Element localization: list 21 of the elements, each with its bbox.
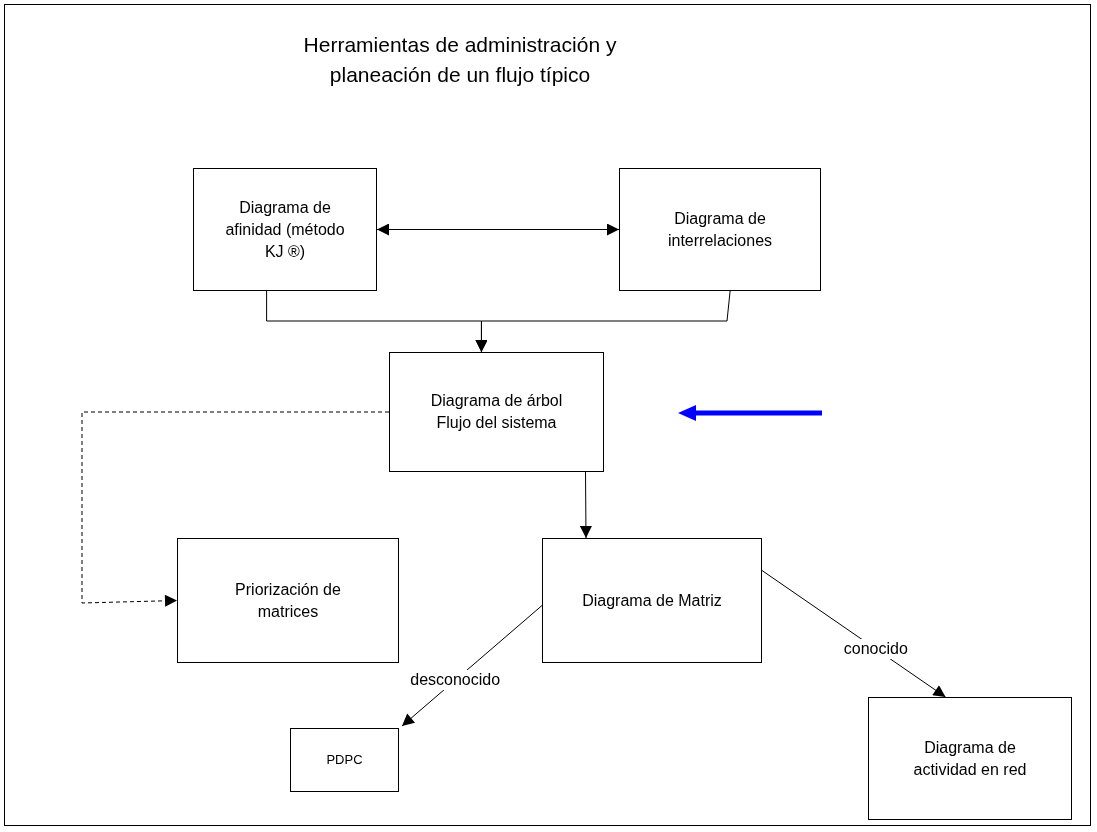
box-label: Diagrama de actividad en red: [912, 737, 1028, 780]
box-label: Diagrama de árbol Flujo del sistema: [429, 391, 564, 433]
diagram-title: Herramientas de administración y planeación de un flujo típico: [302, 32, 618, 88]
arrow: [579, 471, 592, 539]
process-box: [193, 168, 377, 291]
process-box: [542, 538, 762, 663]
process-box: [868, 697, 1072, 820]
process-box: [177, 538, 399, 663]
dashed-arrow: [81, 411, 390, 607]
process-box: [290, 728, 399, 792]
box-label: Priorización de matrices: [234, 579, 342, 622]
edge-label: conocido: [841, 638, 910, 659]
arrow: [376, 223, 620, 236]
box-label: Diagrama de interrelaciones: [666, 208, 774, 251]
process-box: [389, 352, 604, 472]
process-box: [619, 168, 821, 291]
arrow: [475, 290, 731, 353]
box-label: Diagrama de afinidad (método KJ ®): [224, 197, 346, 262]
box-label: PDPC: [325, 751, 364, 769]
edge-label: desconocido: [408, 670, 503, 691]
box-label: Diagrama de Matriz: [581, 590, 723, 611]
